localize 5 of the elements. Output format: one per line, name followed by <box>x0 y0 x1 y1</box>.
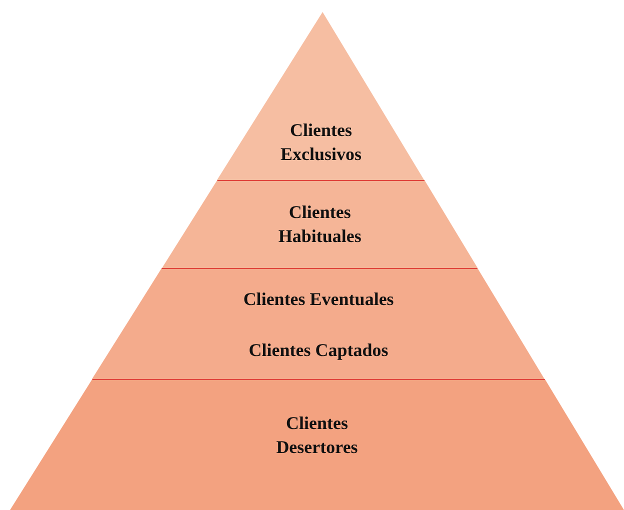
tier-label: Clientes Desertores <box>275 412 359 459</box>
tier-label: Clientes Habituales <box>277 201 362 248</box>
tier-label: Clientes Exclusivos <box>279 119 362 166</box>
tier-label: Clientes Captados <box>248 339 390 362</box>
tier-label: Clientes Eventuales <box>242 288 395 311</box>
